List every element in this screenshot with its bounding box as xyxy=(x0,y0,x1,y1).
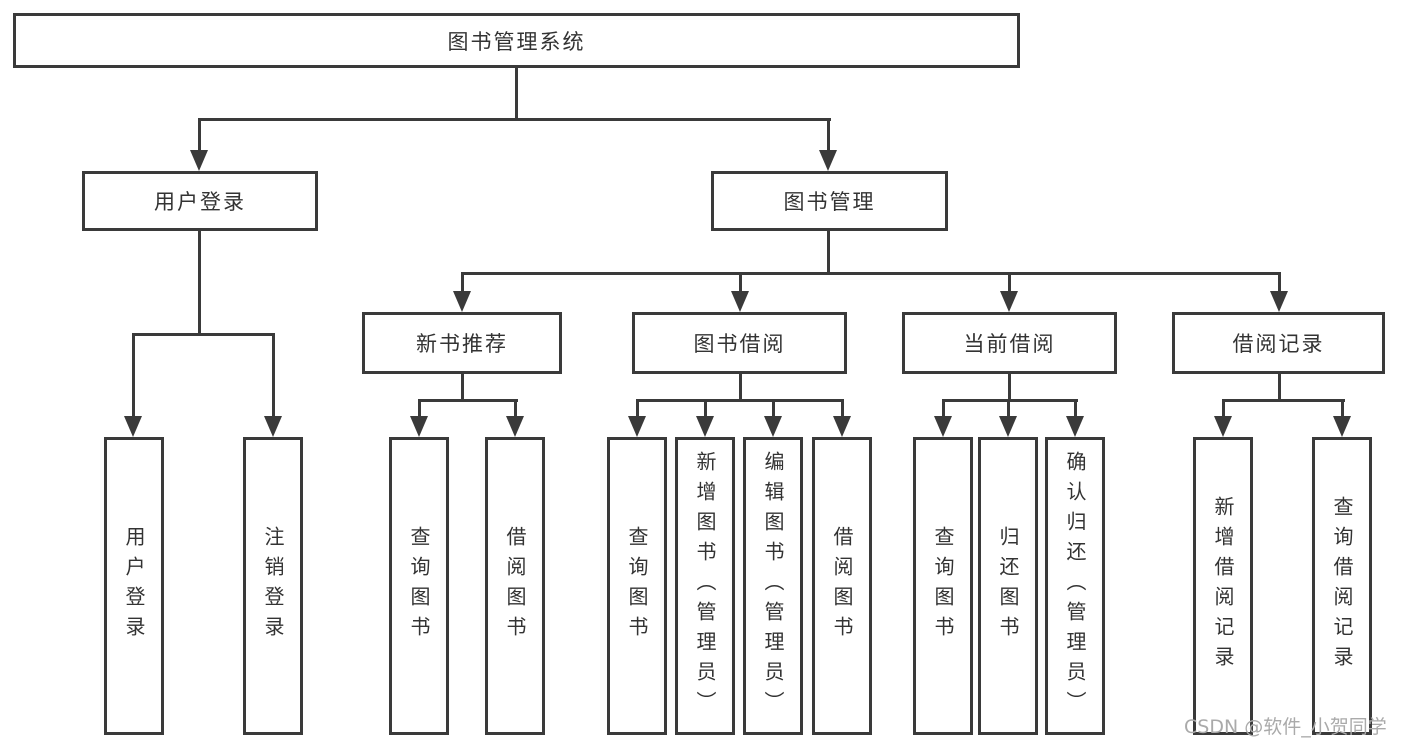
connector-line xyxy=(132,333,275,336)
node-new-book-recommend: 新书推荐 xyxy=(362,312,562,374)
leaf-confirm-return-admin: 确认归还（管理员） xyxy=(1045,437,1105,735)
leaf-borrow-books-label: 借阅图书 xyxy=(830,526,854,646)
arrow-down-icon xyxy=(764,416,782,437)
arrow-down-icon xyxy=(506,416,524,437)
connector-line xyxy=(515,68,518,121)
arrow-down-icon xyxy=(731,291,749,312)
connector-line xyxy=(272,333,275,416)
leaf-query-books-borrowing: 查询图书 xyxy=(607,437,667,735)
arrow-down-icon xyxy=(264,416,282,437)
leaf-borrow-books: 借阅图书 xyxy=(812,437,872,735)
node-user-login-label: 用户登录 xyxy=(154,190,246,214)
connector-line xyxy=(1222,399,1225,417)
leaf-user-login: 用户登录 xyxy=(104,437,164,735)
node-root: 图书管理系统 xyxy=(13,13,1020,68)
leaf-query-books-current: 查询图书 xyxy=(913,437,973,735)
leaf-query-borrow-record-label: 查询借阅记录 xyxy=(1330,496,1354,676)
connector-line xyxy=(772,399,775,417)
leaf-return-books: 归还图书 xyxy=(978,437,1038,735)
node-borrowing-records: 借阅记录 xyxy=(1172,312,1385,374)
node-new-book-recommend-label: 新书推荐 xyxy=(416,332,508,356)
leaf-add-book-admin-label: 新增图书（管理员） xyxy=(693,451,717,721)
leaf-add-book-admin: 新增图书（管理员） xyxy=(675,437,735,735)
node-book-management: 图书管理 xyxy=(711,171,948,231)
node-user-login: 用户登录 xyxy=(82,171,318,231)
connector-line xyxy=(132,333,135,416)
connector-line xyxy=(418,399,421,417)
connector-line xyxy=(841,399,844,417)
connector-line xyxy=(1008,272,1011,293)
watermark: CSDN @软件_小贺同学 xyxy=(1184,716,1387,738)
node-borrowing-records-label: 借阅记录 xyxy=(1232,332,1325,356)
node-book-management-label: 图书管理 xyxy=(783,190,876,214)
arrow-down-icon xyxy=(124,416,142,437)
connector-line xyxy=(636,399,844,402)
node-book-borrowing: 图书借阅 xyxy=(632,312,847,374)
leaf-logout: 注销登录 xyxy=(243,437,303,735)
leaf-query-borrow-record: 查询借阅记录 xyxy=(1312,437,1372,735)
connector-line xyxy=(827,231,830,275)
connector-line xyxy=(827,118,830,151)
connector-line xyxy=(418,399,518,402)
leaf-return-books-label: 归还图书 xyxy=(996,526,1020,646)
connector-line xyxy=(942,399,1078,402)
node-current-borrowing: 当前借阅 xyxy=(902,312,1117,374)
connector-line xyxy=(198,231,201,336)
arrow-down-icon xyxy=(1333,416,1351,437)
leaf-edit-book-admin-label: 编辑图书（管理员） xyxy=(761,451,785,721)
connector-line xyxy=(198,118,201,151)
arrow-down-icon xyxy=(1214,416,1232,437)
arrow-down-icon xyxy=(1270,291,1288,312)
connector-line xyxy=(704,399,707,417)
leaf-query-books-recommend-label: 查询图书 xyxy=(407,526,431,646)
leaf-user-login-label: 用户登录 xyxy=(122,526,146,646)
connector-line xyxy=(739,374,742,402)
arrow-down-icon xyxy=(453,291,471,312)
connector-line xyxy=(1278,374,1281,402)
leaf-query-books-recommend: 查询图书 xyxy=(389,437,449,735)
arrow-down-icon xyxy=(628,416,646,437)
arrow-down-icon xyxy=(190,150,208,171)
arrow-down-icon xyxy=(934,416,952,437)
arrow-down-icon xyxy=(410,416,428,437)
node-current-borrowing-label: 当前借阅 xyxy=(963,332,1056,356)
arrow-down-icon xyxy=(833,416,851,437)
leaf-edit-book-admin: 编辑图书（管理员） xyxy=(743,437,803,735)
arrow-down-icon xyxy=(696,416,714,437)
connector-line xyxy=(461,374,464,402)
connector-line xyxy=(514,399,517,417)
leaf-add-borrow-record-label: 新增借阅记录 xyxy=(1211,496,1235,676)
arrow-down-icon xyxy=(999,416,1017,437)
connector-line xyxy=(1222,399,1345,402)
connector-line xyxy=(461,272,464,293)
leaf-add-borrow-record: 新增借阅记录 xyxy=(1193,437,1253,735)
connector-line xyxy=(1341,399,1344,417)
connector-line xyxy=(942,399,945,417)
arrow-down-icon xyxy=(1066,416,1084,437)
connector-line xyxy=(636,399,639,417)
connector-line xyxy=(1074,399,1077,417)
arrow-down-icon xyxy=(819,150,837,171)
connector-line xyxy=(461,272,1281,275)
leaf-query-books-borrowing-label: 查询图书 xyxy=(625,526,649,646)
arrow-down-icon xyxy=(1000,291,1018,312)
leaf-logout-label: 注销登录 xyxy=(261,526,285,646)
connector-line xyxy=(1007,399,1010,417)
leaf-confirm-return-admin-label: 确认归还（管理员） xyxy=(1063,451,1087,721)
node-book-borrowing-label: 图书借阅 xyxy=(693,332,786,356)
leaf-borrow-books-recommend: 借阅图书 xyxy=(485,437,545,735)
leaf-borrow-books-recommend-label: 借阅图书 xyxy=(503,526,527,646)
leaf-query-books-current-label: 查询图书 xyxy=(931,526,955,646)
connector-line xyxy=(198,118,831,121)
connector-line xyxy=(1008,374,1011,402)
node-root-label: 图书管理系统 xyxy=(447,29,586,54)
connector-line xyxy=(739,272,742,293)
connector-line xyxy=(1278,272,1281,293)
